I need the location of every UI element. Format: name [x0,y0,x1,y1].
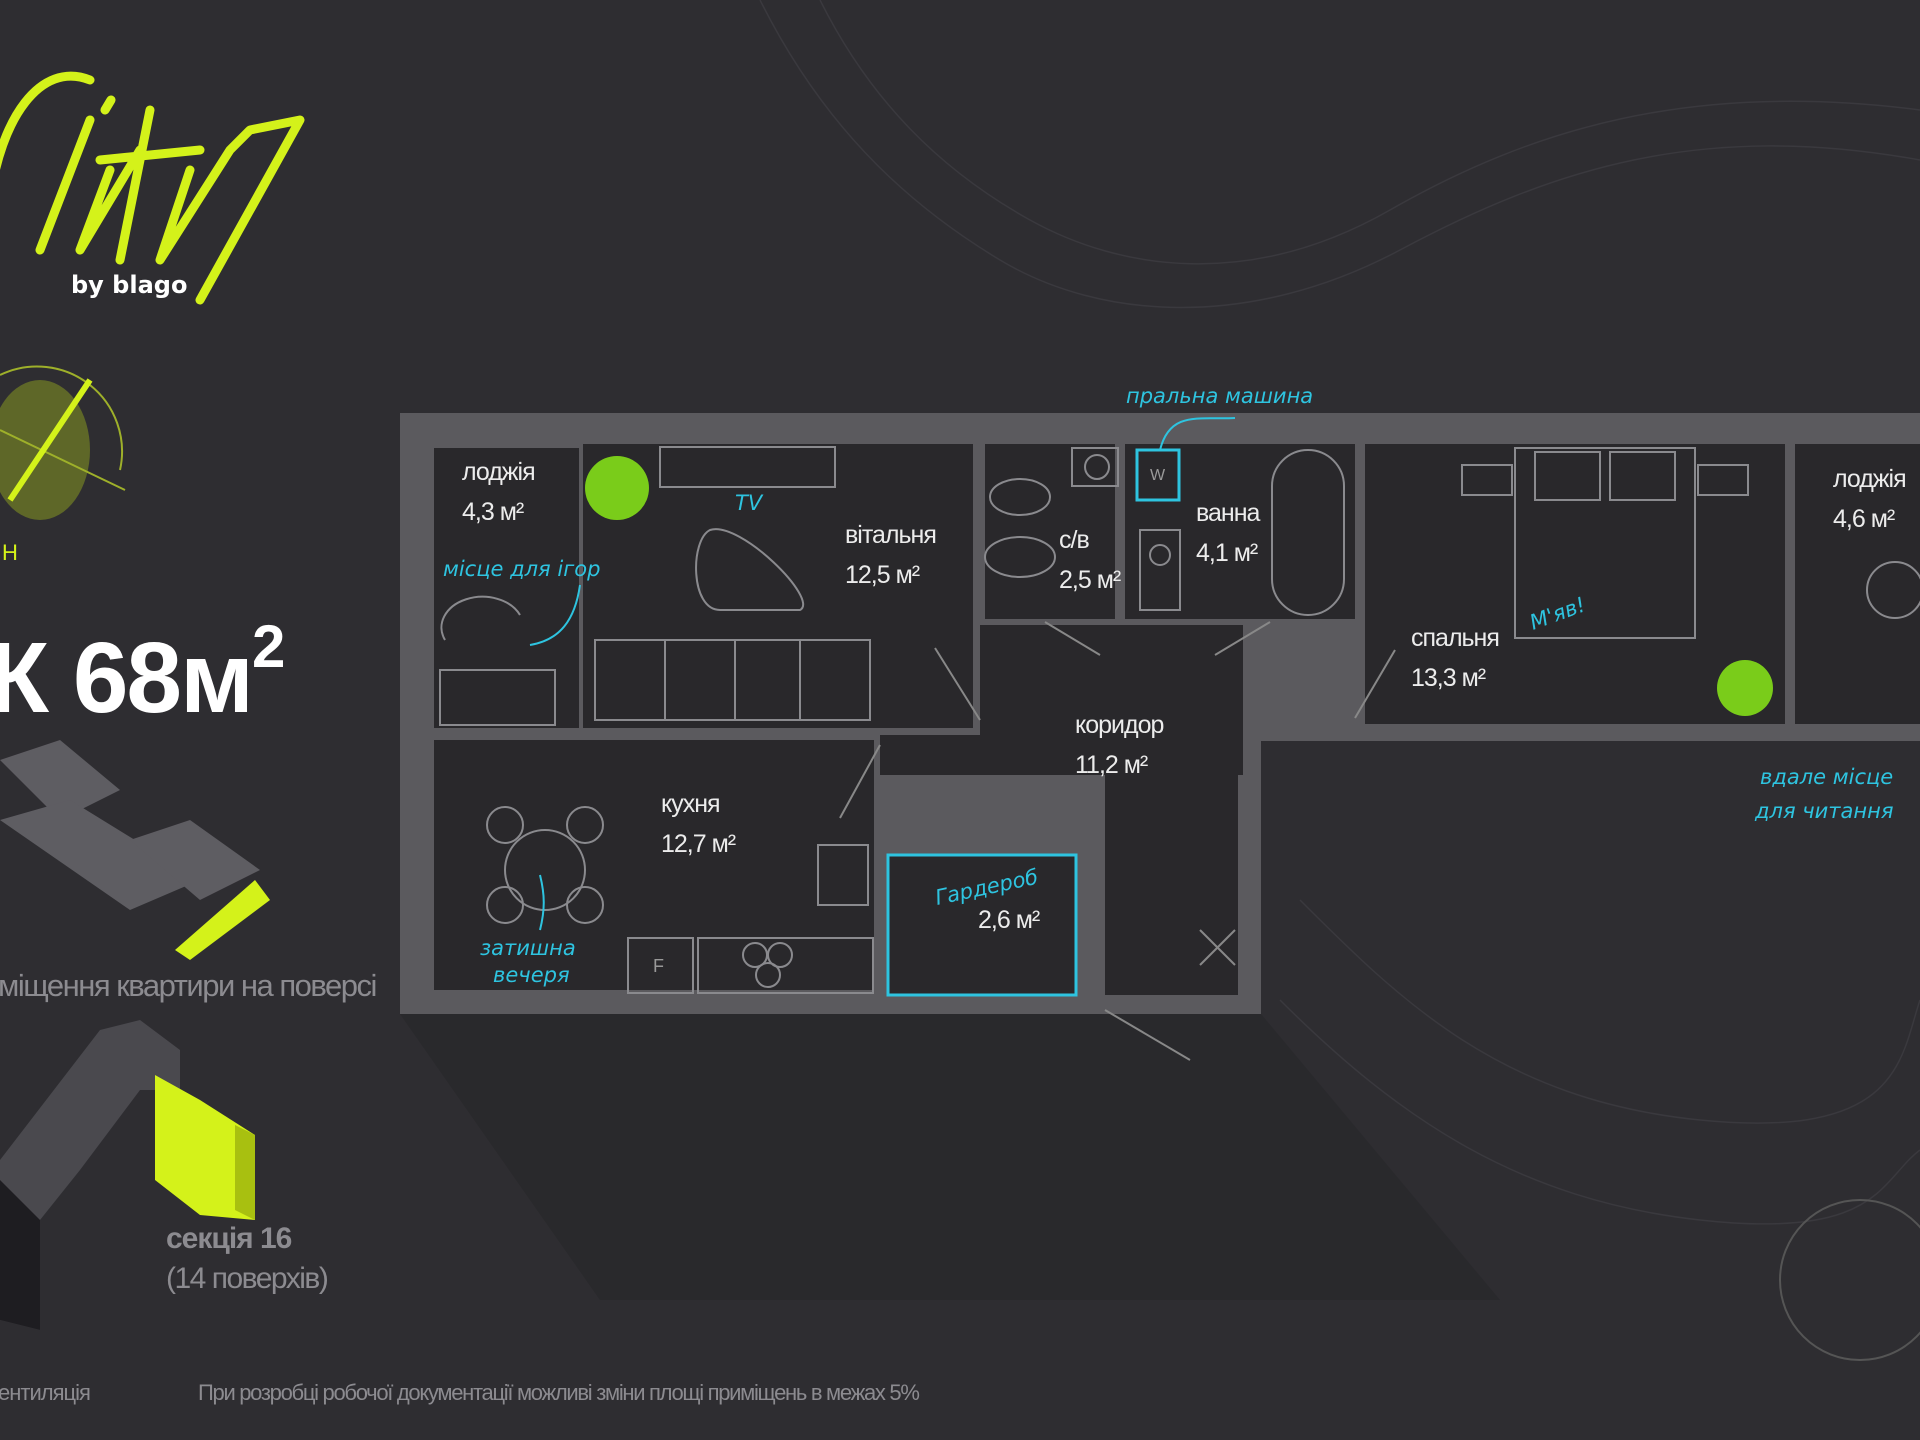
plant-icon [1717,660,1773,716]
svg-text:пральна машина: пральна машина [1126,384,1313,408]
svg-text:2,6 м²: 2,6 м² [978,906,1040,934]
svg-text:кухня: кухня [661,790,720,818]
door-swings [839,621,1396,1061]
svg-text:коридор: коридор [1075,711,1163,739]
svg-text:с/в: с/в [1059,526,1089,554]
svg-text:12,5 м²: 12,5 м² [845,561,920,589]
svg-text:4,1 м²: 4,1 м² [1196,539,1258,567]
brand-tagline: by blago [71,271,187,299]
svg-text:4,6 м²: 4,6 м² [1833,505,1895,533]
plan-rooms [434,444,1920,997]
svg-text:вечеря: вечеря [493,963,570,987]
svg-text:13,3 м²: 13,3 м² [1411,664,1486,692]
svg-text:2,5 м²: 2,5 м² [1059,566,1121,594]
svg-text:лоджія: лоджія [462,458,535,486]
svg-text:вітальня: вітальня [845,521,936,549]
room-loggia-right [1795,444,1920,724]
section-name: секція 16 [166,1222,292,1255]
fridge-label: F [653,956,664,976]
svg-text:вдале місце: вдале місце [1760,765,1893,789]
svg-text:затишна: затишна [480,936,576,960]
floor-position-label: міщення квартири на поверсі [0,968,376,1003]
room-bedroom [1365,444,1785,724]
svg-text:12,7 м²: 12,7 м² [661,830,736,858]
svg-text:4,3 м²: 4,3 м² [462,498,524,526]
svg-text:лоджія: лоджія [1833,465,1906,493]
room-corridor [980,625,1243,745]
washer-label: W [1150,467,1166,484]
tree-icon [1779,1199,1920,1361]
section-building-map [0,1020,255,1330]
compass-north-label: Н [2,540,18,565]
floor-position-map [0,740,270,960]
room-wardrobe [886,853,1078,997]
furniture [439,446,1920,994]
svg-text:спальня: спальня [1411,624,1499,652]
room-labels: лоджія 4,3 м² вітальня 12,5 м² с/в 2,5 м² в… [462,458,1907,934]
svg-text:TV: TV [735,491,764,515]
section-floors: (14 поверхів) [166,1262,328,1295]
room-corridor-3 [1105,740,1238,995]
svg-text:ванна: ванна [1196,499,1261,527]
room-loggia-left [434,448,579,728]
disclaimer-text: При розробці робочої документації можлив… [198,1380,919,1405]
compass-icon: Н [0,365,126,565]
washer-icon [1135,448,1181,502]
svg-text:місце для ігор: місце для ігор [443,557,600,581]
svg-text:11,2 м²: 11,2 м² [1075,751,1148,779]
city-logo: by blago [0,71,305,305]
room-kitchen [434,740,874,990]
svg-text:для читання: для читання [1754,799,1894,823]
room-wc [985,444,1115,619]
annotations: пральна машина місце для ігор TV М'яв! в… [443,384,1894,987]
topographic-background [759,0,1920,1225]
ventilation-legend: ентиляція [0,1380,90,1405]
apartment-title: К 68м2 [0,613,283,734]
room-bath [1125,444,1355,619]
plant-icon [585,456,649,520]
